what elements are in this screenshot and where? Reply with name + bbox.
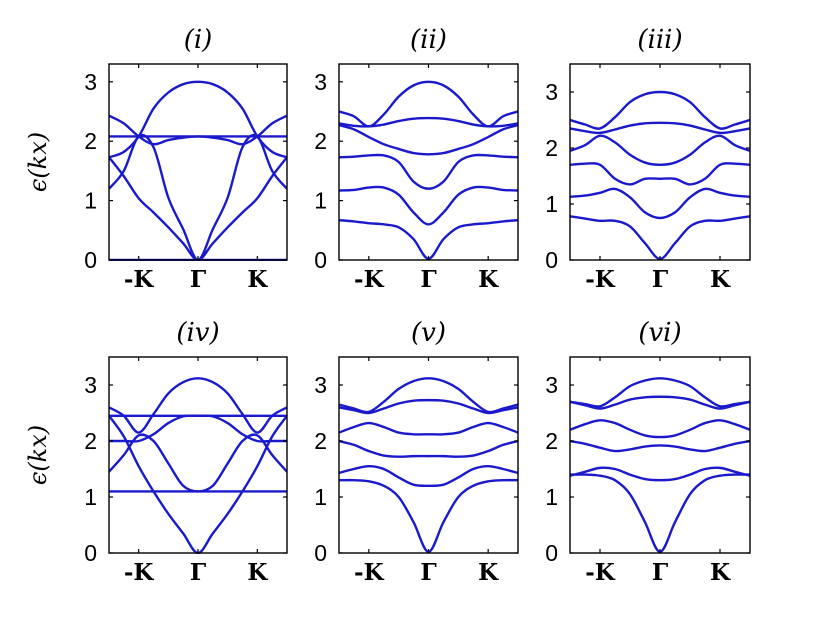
x-tick-label: Γ bbox=[420, 559, 437, 586]
plot-frame bbox=[338, 63, 519, 261]
band-line-5 bbox=[570, 395, 750, 410]
plot-frame bbox=[569, 356, 751, 554]
band-line-2 bbox=[570, 187, 750, 220]
band-line-2 bbox=[109, 156, 287, 261]
x-tick-label: -K bbox=[124, 266, 155, 293]
band-line-4 bbox=[570, 419, 750, 439]
y-tick-label: 0 bbox=[314, 247, 327, 273]
x-tick-label: -K bbox=[354, 266, 385, 293]
x-tick-label: K bbox=[247, 559, 268, 586]
y-tick-label: 2 bbox=[545, 135, 558, 161]
y-tick-label: 2 bbox=[314, 428, 327, 454]
y-tick-label: 2 bbox=[84, 128, 97, 154]
panel-2: 0 1 2 3 -K Γ K (ii) bbox=[314, 25, 519, 293]
plot-frame bbox=[108, 356, 288, 554]
band-line-3 bbox=[339, 439, 518, 458]
plot-frame bbox=[108, 63, 288, 261]
panel-5: 0 1 2 3 -K Γ K (v) bbox=[314, 318, 519, 586]
y-tick-label: 1 bbox=[314, 188, 327, 214]
panel-3: 0 1 2 3 -K Γ K (iii) bbox=[545, 25, 751, 293]
y-tick-label: 3 bbox=[314, 69, 327, 95]
band-line-3 bbox=[109, 433, 287, 493]
band-line-3 bbox=[339, 153, 518, 190]
y-tick-label: 2 bbox=[314, 128, 327, 154]
band-line-3 bbox=[109, 133, 287, 261]
band-line-1 bbox=[339, 219, 518, 261]
band-line-6 bbox=[570, 377, 750, 408]
band-line-4 bbox=[109, 80, 287, 159]
y-tick-label: 1 bbox=[545, 191, 558, 217]
band-line-4 bbox=[339, 421, 518, 436]
band-line-4 bbox=[339, 124, 518, 156]
x-tick-label: -K bbox=[354, 559, 385, 586]
band-line-4 bbox=[570, 134, 750, 166]
y-tick-label: 0 bbox=[545, 540, 558, 566]
band-line-2 bbox=[339, 185, 518, 226]
band-line-1 bbox=[339, 478, 518, 554]
band-line-6 bbox=[109, 377, 287, 434]
band-line-6 bbox=[339, 377, 518, 414]
band-line-2 bbox=[339, 465, 518, 488]
panel-title: (iii) bbox=[637, 25, 682, 55]
y-tick-label: 3 bbox=[545, 79, 558, 105]
y-tick-label: 2 bbox=[545, 428, 558, 454]
x-tick-label: Γ bbox=[190, 559, 207, 586]
bands bbox=[339, 80, 518, 261]
panel-title: (i) bbox=[184, 25, 213, 55]
band-line-3 bbox=[570, 162, 750, 186]
x-tick-label: -K bbox=[124, 559, 155, 586]
y-tick-label: 1 bbox=[84, 484, 97, 510]
y-tick-label: 0 bbox=[314, 540, 327, 566]
y-tick-label: 3 bbox=[314, 372, 327, 398]
band-line-2 bbox=[570, 466, 750, 482]
panel-title: (vi) bbox=[638, 318, 681, 348]
band-line-5 bbox=[570, 121, 750, 135]
bands bbox=[109, 377, 287, 554]
y-axis-label: ϵ(kx) bbox=[24, 425, 52, 485]
panel-title: (v) bbox=[411, 318, 446, 348]
x-tick-label: -K bbox=[585, 559, 616, 586]
band-line-6 bbox=[570, 90, 750, 130]
x-tick-label: Γ bbox=[420, 266, 437, 293]
bands bbox=[570, 90, 750, 261]
band-line-1 bbox=[570, 215, 750, 261]
y-axis-label: ϵ(kx) bbox=[24, 132, 52, 192]
band-line-1 bbox=[570, 473, 750, 554]
y-tick-label: 1 bbox=[545, 484, 558, 510]
x-tick-label: -K bbox=[585, 266, 616, 293]
bands bbox=[109, 80, 287, 261]
y-tick-label: 2 bbox=[84, 428, 97, 454]
x-tick-label: Γ bbox=[190, 266, 207, 293]
x-tick-label: Γ bbox=[652, 266, 669, 293]
y-tick-label: 0 bbox=[84, 540, 97, 566]
y-tick-label: 1 bbox=[84, 188, 97, 214]
x-tick-label: K bbox=[478, 559, 499, 586]
x-tick-label: Γ bbox=[652, 559, 669, 586]
bands bbox=[570, 377, 750, 554]
panel-4: 0 1 2 3 -K Γ K (iv) ϵ(kx) bbox=[24, 318, 288, 586]
y-tick-label: 3 bbox=[84, 372, 97, 398]
y-tick-label: 3 bbox=[84, 69, 97, 95]
panel-title: (ii) bbox=[410, 25, 447, 55]
y-tick-label: 0 bbox=[545, 247, 558, 273]
bands bbox=[339, 377, 518, 554]
band-line-3 bbox=[570, 439, 750, 453]
plot-frame bbox=[569, 63, 751, 261]
y-tick-label: 1 bbox=[314, 484, 327, 510]
x-tick-label: K bbox=[710, 266, 731, 293]
panel-title: (iv) bbox=[176, 318, 219, 348]
band-line-6 bbox=[339, 80, 518, 128]
x-tick-label: K bbox=[710, 559, 731, 586]
y-tick-label: 3 bbox=[545, 372, 558, 398]
x-tick-label: K bbox=[247, 266, 268, 293]
y-tick-label: 0 bbox=[84, 247, 97, 273]
panel-1: 0 1 2 3 -K Γ K (i) ϵ(kx) bbox=[24, 25, 288, 293]
panel-6: 0 1 2 3 -K Γ K (vi) bbox=[545, 318, 751, 586]
x-tick-label: K bbox=[478, 266, 499, 293]
